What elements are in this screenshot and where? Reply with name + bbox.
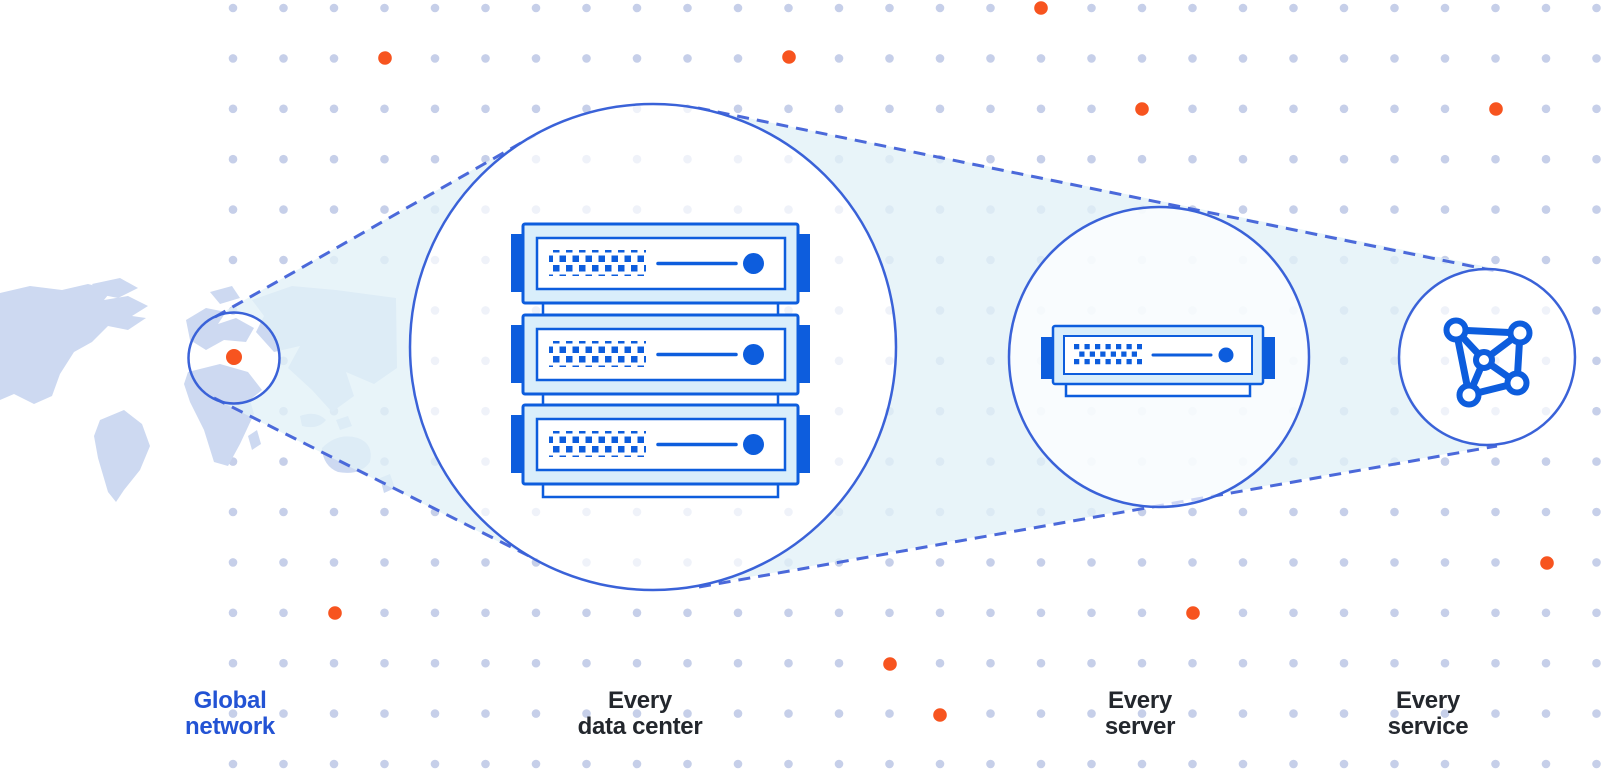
label-every-service: Every service — [1308, 688, 1548, 740]
label-line: server — [1104, 713, 1176, 740]
label-line: network — [185, 713, 275, 740]
network-mesh-icon — [1443, 317, 1533, 408]
beam-dashed-lines — [213, 106, 1501, 589]
label-line: Every — [608, 687, 672, 714]
label-every-data-center: Every data center — [520, 688, 760, 740]
label-global-network: Global network — [110, 688, 350, 740]
label-line: Global — [193, 687, 267, 714]
server-rack-icon — [509, 222, 812, 499]
server-icon — [1041, 324, 1275, 398]
label-line: Every — [1396, 687, 1460, 714]
label-every-server: Every server — [1020, 688, 1260, 740]
label-line: service — [1387, 713, 1469, 740]
label-line: Every — [1108, 687, 1172, 714]
map-focus-circle — [187, 311, 281, 405]
accent-dots — [226, 1, 1554, 722]
label-line: data center — [577, 713, 703, 740]
